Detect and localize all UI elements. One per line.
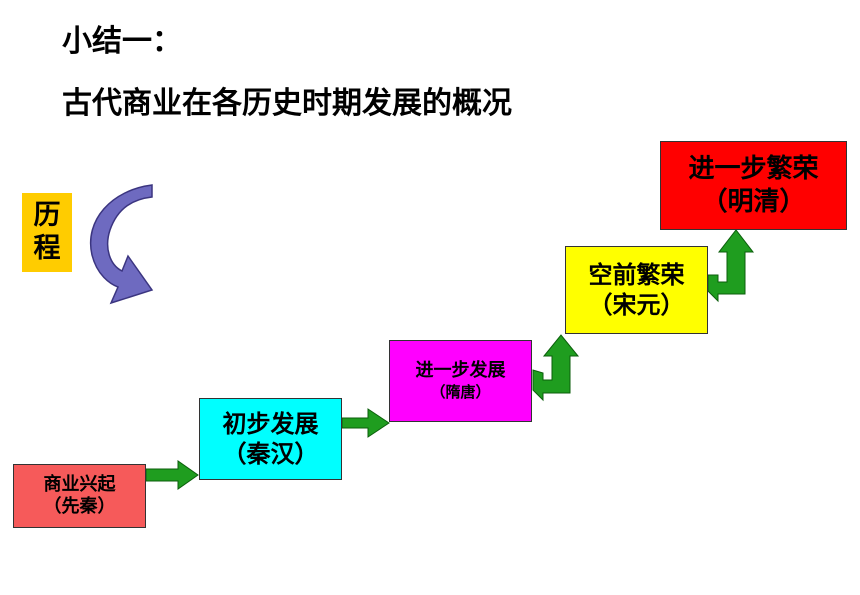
process-label-char-1: 历	[33, 200, 61, 232]
stage-name: 空前繁荣	[588, 261, 685, 289]
stage-box-qin-han: 初步发展 （秦汉）	[199, 398, 342, 480]
process-label-char-2: 程	[33, 232, 61, 264]
summary-subheading: 古代商业在各历史时期发展的概况	[62, 86, 512, 121]
curved-arrow-icon	[89, 184, 154, 305]
stage-period: （隋唐）	[430, 382, 491, 401]
stage-name: 商业兴起	[43, 473, 116, 495]
arrow-2-right-icon	[341, 408, 390, 438]
stage-name: 进一步繁荣	[688, 154, 819, 184]
stage-box-ming-qing: 进一步繁荣 （明清）	[660, 141, 847, 230]
stage-name: 初步发展	[222, 410, 319, 438]
stage-box-pre-qin: 商业兴起 （先秦）	[13, 464, 146, 528]
arrow-3-bent-up-icon	[532, 334, 580, 402]
summary-heading: 小结一：	[62, 24, 182, 59]
arrow-4-bent-up-icon	[707, 229, 755, 303]
stage-period: （明清）	[701, 186, 806, 217]
stage-box-sui-tang: 进一步发展 （隋唐）	[389, 340, 532, 422]
stage-name: 进一步发展	[415, 360, 506, 382]
stage-period: （宋元）	[588, 291, 685, 319]
stage-box-song-yuan: 空前繁荣 （宋元）	[565, 246, 708, 334]
arrow-1-right-icon	[145, 460, 199, 490]
stage-period: （先秦）	[43, 496, 116, 517]
stage-period: （秦汉）	[222, 440, 319, 468]
process-label: 历 程	[22, 193, 72, 272]
